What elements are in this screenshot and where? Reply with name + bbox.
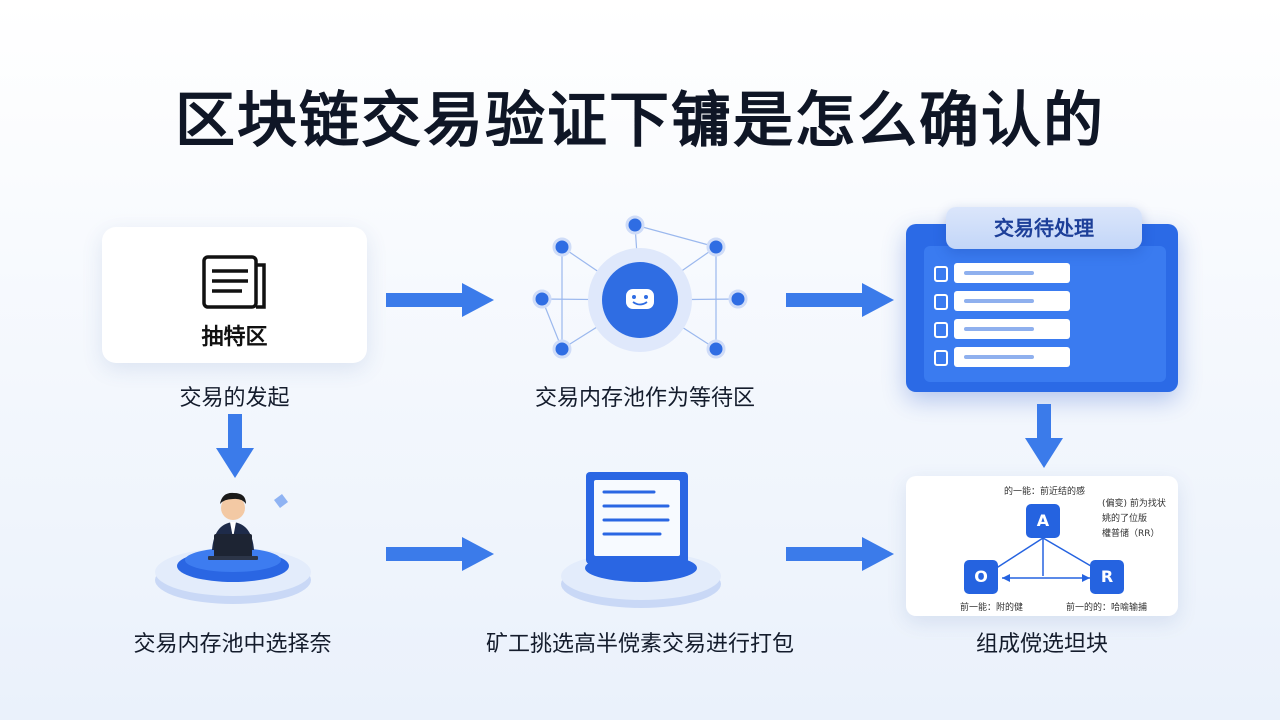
mempool-network: [532, 215, 748, 359]
page-title: 区块链交易验证下镛是怎么确认的: [175, 86, 1105, 156]
block-right-caption-2: 姚的了位版: [1102, 514, 1148, 524]
block-node-a: A: [1026, 504, 1060, 538]
block-node-o: O: [964, 560, 998, 594]
initiate-card: 抽特区: [102, 227, 367, 363]
select-label: 交易内存池中选择奈: [133, 632, 332, 657]
initiate-label: 交易的发起: [179, 386, 290, 411]
document-icon: [202, 255, 266, 309]
block-top-caption: 的一能：前近结的感: [1004, 487, 1086, 497]
block-node-r: R: [1090, 560, 1124, 594]
block-right-caption-3: 權普储（RR）: [1102, 529, 1160, 539]
arrow-right-icon: [386, 283, 494, 317]
block-label: 组成傥选坦块: [975, 632, 1108, 657]
pack-label: 矿工挑选高半傥素交易进行打包: [485, 632, 794, 657]
arrow-right-icon: [786, 283, 894, 317]
arrow-right-icon: [786, 537, 894, 571]
block-right-caption-1: (偏变) 前为找状: [1102, 499, 1166, 509]
mempool-label: 交易内存池作为等待区: [534, 386, 755, 411]
chat-icon: [626, 289, 654, 309]
select-podium: [155, 492, 311, 604]
arrow-down-icon: [216, 414, 254, 478]
arrow-down-icon: [1025, 404, 1063, 468]
arrow-right-icon: [386, 537, 494, 571]
pending-header: 交易待处理: [946, 207, 1142, 249]
block-right-bottom-caption: 前一的的：哈喻输捕: [1066, 603, 1148, 613]
initiate-card-label: 抽特区: [201, 325, 268, 350]
pack-podium: [561, 472, 721, 608]
block-card: A O R 的一能：前近结的感 (偏变) 前为找状 姚的了位版 權普储（RR） …: [906, 476, 1178, 616]
laptop-icon: [208, 534, 258, 560]
block-left-bottom-caption: 前一能：附的健: [960, 603, 1024, 613]
